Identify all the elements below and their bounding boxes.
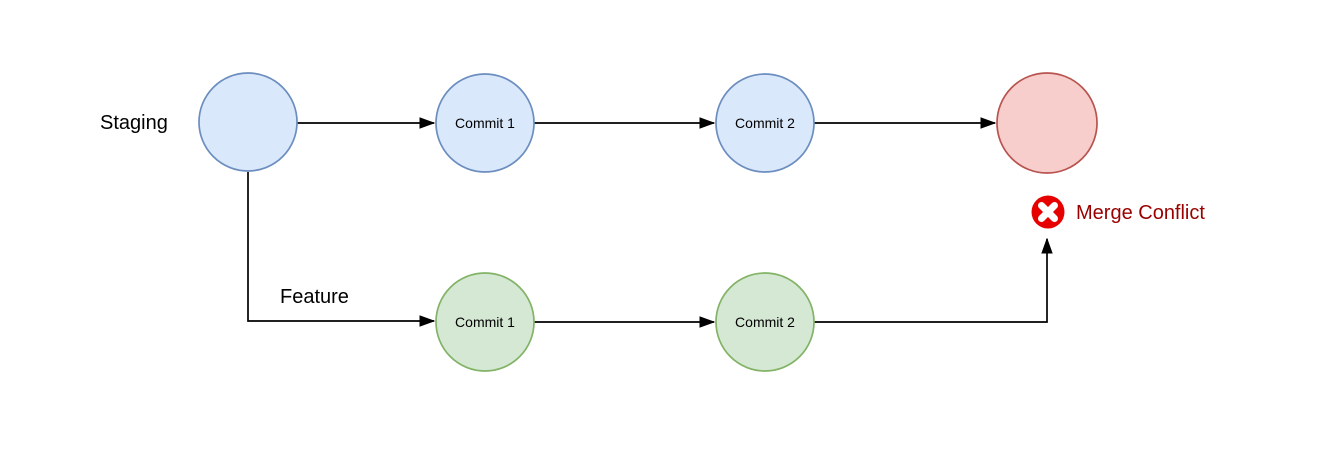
node-staging-start [198,72,298,172]
node-staging-commit-1-circle [435,73,535,173]
merge-conflict-label: Merge Conflict [1076,202,1205,224]
node-staging-commit-1: Commit 1 [435,73,535,173]
edge-staging-start-to-feature-commit1 [247,172,434,321]
error-x-icon-cross [1038,202,1058,222]
branch-label-feature: Feature [280,286,349,308]
node-feature-commit-2: Commit 2 [715,272,815,372]
error-x-icon [1031,195,1065,229]
node-merge-result-circle [996,72,1098,174]
node-feature-commit-1: Commit 1 [435,272,535,372]
branch-label-staging: Staging [100,112,168,134]
merge-conflict-annotation: Merge Conflict [1031,195,1205,229]
node-label: Commit 1 [455,115,515,131]
node-label: Commit 2 [735,314,795,330]
node-label: Commit 2 [735,115,795,131]
node-staging-start-circle [198,72,298,172]
edge-feature-commit2-to-conflict [814,239,1047,323]
node-staging-commit-2-circle [715,73,815,173]
node-feature-commit-2-circle [715,272,815,372]
node-label: Commit 1 [455,314,515,330]
node-staging-commit-2: Commit 2 [715,73,815,173]
node-feature-commit-1-circle [435,272,535,372]
node-merge-result [996,72,1098,174]
